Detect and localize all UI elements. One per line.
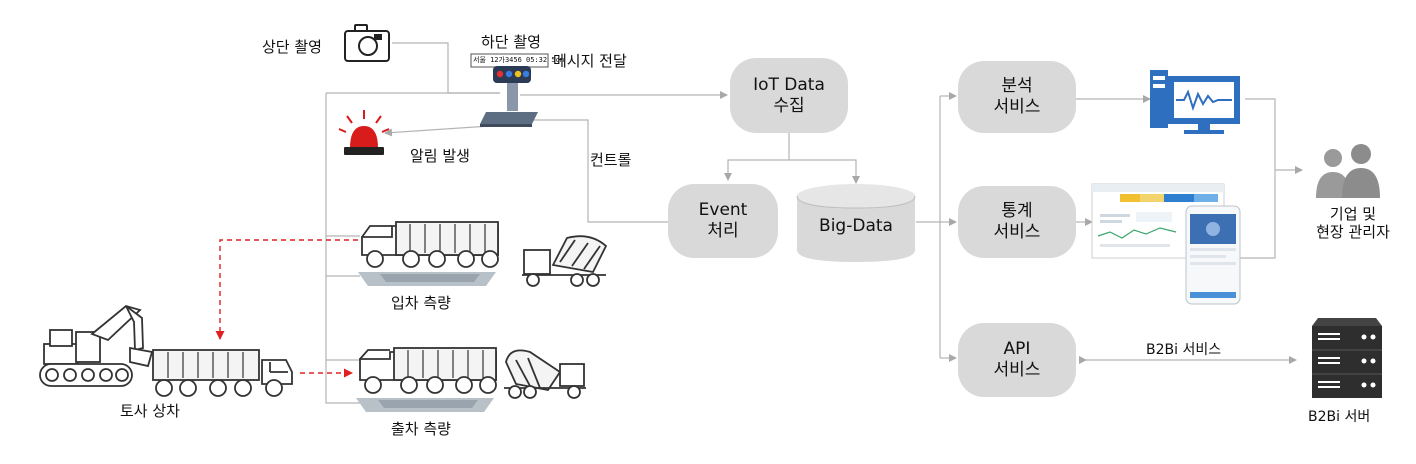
top-camera-label: 상단 촬영 bbox=[262, 38, 322, 56]
dump-truck-exit-icon bbox=[359, 347, 497, 394]
managers-people-icon bbox=[1316, 144, 1380, 198]
bottom-camera-label: 하단 촬영 bbox=[481, 33, 541, 51]
monitor-analysis-icon bbox=[1150, 70, 1240, 134]
iot-data-line2: 수집 bbox=[773, 95, 805, 116]
line-vertical-bus bbox=[325, 93, 360, 404]
b2bi-server-label: B2Bi 서버 bbox=[1308, 409, 1371, 425]
camera-icon bbox=[344, 24, 390, 62]
api-service-node: API 서비스 bbox=[958, 323, 1076, 397]
b2bi-server-icon bbox=[1312, 318, 1382, 398]
line-to-managers-bus bbox=[1240, 98, 1276, 259]
event-node: Event 처리 bbox=[668, 184, 778, 258]
line-iot-to-event bbox=[724, 133, 790, 181]
control-label: 컨트롤 bbox=[590, 151, 632, 169]
bigdata-label: Big-Data bbox=[819, 216, 893, 236]
bigdata-cylinder-icon bbox=[796, 184, 916, 262]
api-line2: 서비스 bbox=[993, 360, 1041, 380]
iot-data-node: IoT Data 수집 bbox=[730, 58, 848, 133]
sensor-display-text: 서울 12가3456 05:32 5cm bbox=[473, 56, 564, 64]
dump-truck-loading-icon bbox=[152, 349, 293, 397]
alarm-siren-icon bbox=[338, 110, 390, 155]
iot-data-line1: IoT Data bbox=[753, 74, 825, 95]
analysis-service-node: 분석 서비스 bbox=[958, 61, 1076, 133]
weigh-scale-exit-icon bbox=[356, 398, 494, 412]
exit-weigh-label: 출차 측량 bbox=[391, 420, 451, 438]
connectors bbox=[325, 42, 1303, 404]
analysis-line2: 서비스 bbox=[993, 97, 1041, 117]
loading-label: 토사 상차 bbox=[120, 402, 180, 420]
managers-line1: 기업 및 bbox=[1329, 205, 1377, 223]
line-control bbox=[528, 119, 668, 223]
line-sensor-to-alarm bbox=[384, 125, 491, 137]
api-line1: API bbox=[1003, 339, 1031, 359]
mixer-truck-exit-icon bbox=[504, 349, 586, 399]
event-line2: 처리 bbox=[707, 221, 739, 241]
statistics-service-node: 통계 서비스 bbox=[958, 186, 1076, 258]
dump-truck-entry-icon bbox=[361, 221, 499, 268]
entry-weigh-label: 입차 측량 bbox=[391, 294, 451, 312]
dashed-entry-to-loading bbox=[215, 239, 358, 340]
excavator-icon bbox=[39, 305, 154, 387]
alarm-label: 알림 발생 bbox=[410, 147, 470, 165]
mixer-truck-entry-icon bbox=[522, 235, 608, 287]
sensor-pole-icon bbox=[470, 53, 549, 127]
statistics-line2: 서비스 bbox=[993, 222, 1041, 242]
managers-line2: 현장 관리자 bbox=[1316, 223, 1390, 241]
message-label: 메시지 전달 bbox=[553, 52, 627, 70]
line-iot-to-bigdata bbox=[789, 159, 860, 184]
dashed-flow bbox=[215, 239, 358, 378]
event-line1: Event bbox=[698, 200, 748, 220]
b2bi-service-label: B2Bi 서비스 bbox=[1146, 342, 1222, 358]
statistics-line1: 통계 bbox=[1001, 201, 1033, 221]
managers-label: 기업 및 현장 관리자 bbox=[1290, 205, 1416, 241]
weigh-scale-entry-icon bbox=[358, 272, 496, 286]
mobile-app-icon bbox=[1185, 205, 1241, 305]
analysis-line1: 분석 bbox=[1001, 76, 1033, 96]
